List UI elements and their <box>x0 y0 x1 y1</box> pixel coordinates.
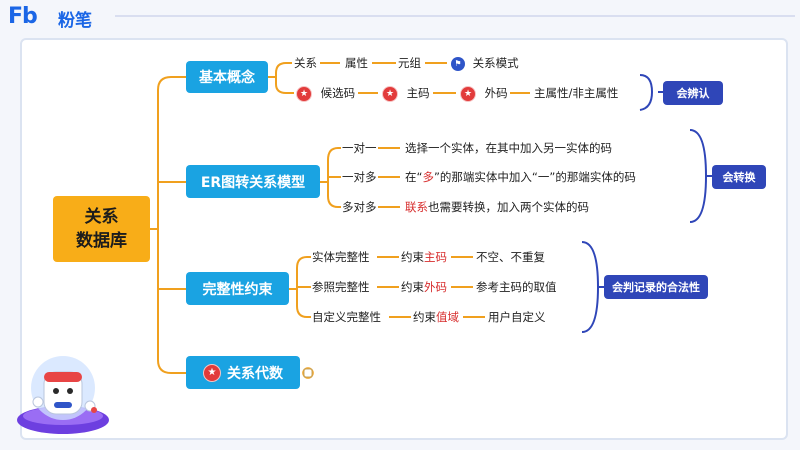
leaf-relation-schema-label: 关系模式 <box>472 56 519 70</box>
root-title-line1: 关系 <box>84 207 119 227</box>
leaf-entity-integrity: 实体完整性 <box>312 250 370 264</box>
leaf-primary-key: ★ 主码 <box>382 85 430 102</box>
branch-integrity: 完整性约束 <box>186 272 289 305</box>
rule-highlight-many: 多 <box>422 170 434 184</box>
mascot-icon <box>17 356 109 434</box>
leaf-foreign-key: ★ 外码 <box>460 85 508 102</box>
branch-algebra-label: 关系代数 <box>227 365 283 382</box>
leaf-user-defined-constraint: 约束值域 <box>413 309 459 325</box>
branch-er-label: ER图转关系模型 <box>200 174 306 191</box>
leaf-referential-rule: 参考主码的取值 <box>476 280 557 294</box>
leaf-one-to-many: 一对多 <box>342 170 377 184</box>
branch-relational-algebra: ★ 关系代数 <box>186 356 300 389</box>
star-icon: ★ <box>203 363 221 382</box>
leaf-attribute: 属性 <box>345 56 368 70</box>
leaf-user-defined-integrity: 自定义完整性 <box>312 310 381 324</box>
branch-er-model: ER图转关系模型 <box>186 165 320 198</box>
leaf-many-to-many: 多对多 <box>342 200 377 214</box>
rule-text-pre: 在“ <box>405 170 423 184</box>
flag-icon: ⚑ <box>451 56 465 71</box>
constraint-prefix: 约束 <box>401 280 424 294</box>
tag-recognize: 会辨认 <box>663 81 723 105</box>
leaf-tuple: 元组 <box>398 56 421 70</box>
constraint-highlight: 外码 <box>424 280 447 294</box>
leaf-entity-constraint: 约束主码 <box>401 249 447 265</box>
rule-text-rest: ”的那端实体中加入“一”的那端实体的码 <box>433 170 636 184</box>
leaf-candidate-key-label: 候选码 <box>320 86 356 100</box>
branch-basic-label: 基本概念 <box>199 70 255 86</box>
tag-validate-records: 会判记录的合法性 <box>604 275 708 299</box>
root-title-line2: 数据库 <box>76 231 127 251</box>
leaf-prime-attributes: 主属性/非主属性 <box>534 86 619 100</box>
leaf-relation-schema: ⚑ 关系模式 <box>451 55 519 71</box>
leaf-referential-integrity: 参照完整性 <box>312 280 370 294</box>
star-icon: ★ <box>296 85 312 102</box>
constraint-highlight: 主码 <box>424 250 447 264</box>
brand-mark: Fb <box>8 4 38 29</box>
star-icon: ★ <box>382 85 398 102</box>
rule-highlight-relationship: 联系 <box>405 200 428 214</box>
branch-basic-concepts: 基本概念 <box>186 61 268 93</box>
leaf-foreign-key-label: 外码 <box>484 86 508 100</box>
leaf-candidate-key: ★ 候选码 <box>296 85 355 102</box>
header-divider <box>115 15 795 17</box>
leaf-referential-constraint: 约束外码 <box>401 279 447 295</box>
tag-convert: 会转换 <box>712 165 766 189</box>
leaf-one-to-many-rule: 在“多”的那端实体中加入“一”的那端实体的码 <box>405 169 636 185</box>
rule-text-rest: 也需要转换，加入两个实体的码 <box>428 200 589 214</box>
star-icon: ★ <box>460 85 476 102</box>
leaf-many-to-many-rule: 联系也需要转换，加入两个实体的码 <box>405 199 589 215</box>
leaf-relation: 关系 <box>294 56 317 70</box>
brand-name: 粉笔 <box>58 11 92 31</box>
constraint-prefix: 约束 <box>413 310 436 324</box>
constraint-highlight: 值域 <box>436 310 459 324</box>
leaf-user-defined-rule: 用户自定义 <box>488 310 546 324</box>
branch-integrity-label: 完整性约束 <box>202 281 273 298</box>
leaf-one-to-one-rule: 选择一个实体，在其中加入另一实体的码 <box>405 141 612 155</box>
leaf-one-to-one: 一对一 <box>342 141 377 155</box>
constraint-prefix: 约束 <box>401 250 424 264</box>
root-node: 关系 数据库 <box>53 196 150 262</box>
leaf-entity-rule: 不空、不重复 <box>476 250 545 264</box>
leaf-primary-key-label: 主码 <box>406 86 430 100</box>
